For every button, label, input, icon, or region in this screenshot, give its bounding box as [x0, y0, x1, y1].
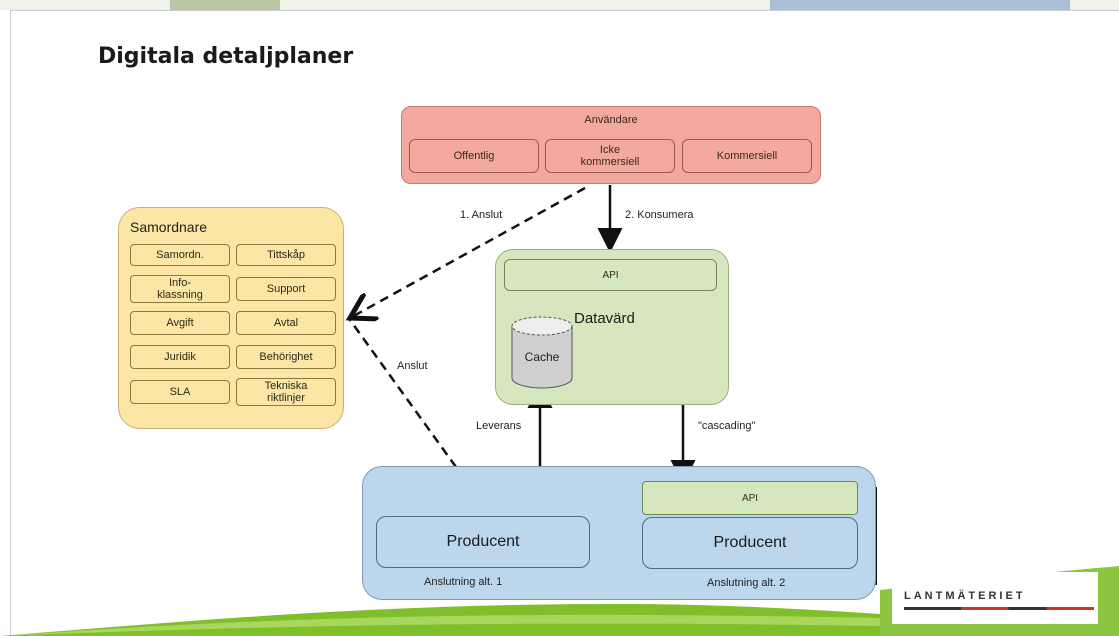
coord-samordn: Samordn.: [130, 244, 230, 266]
cache-label: Cache: [524, 350, 560, 364]
edge-label-connect-1: 1. Anslut: [460, 209, 503, 221]
coord-behorighet: Behörighet: [236, 345, 336, 369]
logo-panel: [892, 572, 1098, 624]
user-kommersiell: Kommersiell: [682, 139, 812, 173]
users-title: Användare: [584, 114, 638, 126]
datahost-label: Datavärd: [574, 310, 635, 327]
edge-label-connect: Anslut: [397, 360, 428, 372]
coord-tittskap: Tittskåp: [236, 244, 336, 266]
top-image-strip: [0, 0, 1119, 10]
edge-label-cascading: "cascading": [698, 420, 756, 432]
arrow-connect: [348, 319, 458, 468]
cache-cylinder: [511, 316, 573, 389]
coord-infoklassning: Info- klassning: [130, 275, 230, 303]
datahost-api: API: [504, 259, 717, 291]
user-icke-kommersiell: Icke kommersiell: [545, 139, 675, 173]
coord-tekniska-riktlinjer: Tekniska riktlinjer: [236, 378, 336, 406]
coord-avgift: Avgift: [130, 311, 230, 335]
producer-1: Producent: [376, 516, 590, 568]
coordinator-title: Samordnare: [130, 219, 208, 235]
connection-alt-2-label: Anslutning alt. 2: [707, 577, 786, 589]
top-image-fragment: [170, 0, 280, 10]
slide-frame: [10, 10, 1119, 636]
user-icke-kommersiell-label: Icke kommersiell: [580, 143, 640, 168]
edge-label-consume: 2. Konsumera: [625, 209, 694, 221]
page-title: Digitala detaljplaner: [98, 44, 354, 69]
user-offentlig: Offentlig: [409, 139, 539, 173]
connection-alt-1-label: Anslutning alt. 1: [424, 576, 503, 588]
coord-support: Support: [236, 277, 336, 301]
coord-avtal: Avtal: [236, 311, 336, 335]
coord-sla: SLA: [130, 380, 230, 404]
coord-juridik: Juridik: [130, 345, 230, 369]
coord-infoklassning-label: Info- klassning: [157, 276, 203, 301]
logo-underline: [904, 607, 1094, 610]
producer-2-api: API: [642, 481, 858, 515]
lantmateriet-logo: LANTMÄTERIET: [904, 590, 1026, 602]
top-image-fragment: [770, 0, 1070, 10]
edge-label-delivery: Leverans: [476, 420, 522, 432]
producer-2: Producent: [642, 517, 858, 569]
coord-tekniska-riktlinjer-label: Tekniska riktlinjer: [264, 379, 308, 404]
